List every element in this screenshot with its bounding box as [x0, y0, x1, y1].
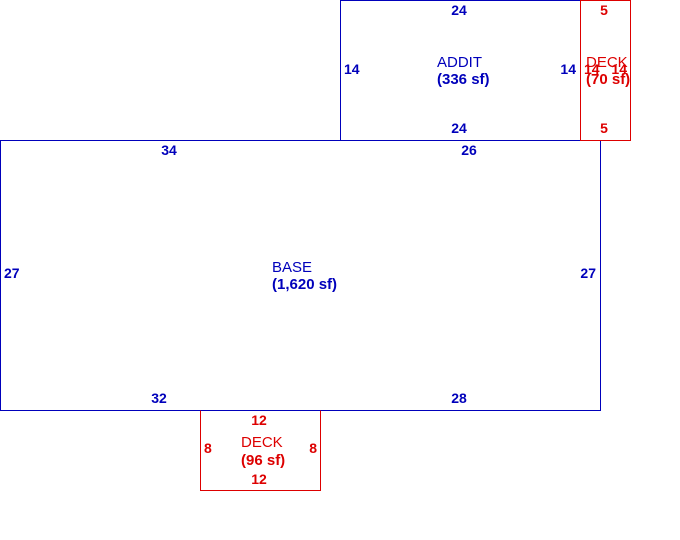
- addit-area: ADDIT (336 sf) 24 24 14 14: [340, 0, 581, 141]
- deck-front-dim-top: 12: [251, 412, 267, 428]
- base-dim-right: 27: [580, 265, 596, 281]
- base-area-size: (1,620 sf): [272, 276, 337, 293]
- base-dim-top-right: 26: [461, 142, 477, 158]
- deck-side-outline: [580, 0, 631, 141]
- deck-side-dim-top: 5: [600, 2, 608, 18]
- deck-front-dim-bottom: 12: [251, 471, 267, 487]
- base-dim-bottom-left: 32: [151, 390, 167, 406]
- base-area: BASE (1,620 sf) 34 26 32 28 27 27: [0, 140, 601, 411]
- base-name: BASE: [272, 259, 312, 276]
- addit-dim-right: 14: [560, 61, 576, 77]
- addit-dim-left: 14: [344, 61, 360, 77]
- deck-side-name: DECK: [586, 54, 628, 71]
- deck-side-dim-right: 14: [611, 61, 627, 77]
- addit-area-size: (336 sf): [437, 71, 490, 88]
- base-dim-left: 27: [4, 265, 20, 281]
- addit-dim-top: 24: [451, 2, 467, 18]
- deck-front-dim-right: 8: [309, 440, 317, 456]
- base-dim-top-left: 34: [161, 142, 177, 158]
- deck-front-dim-left: 8: [204, 440, 212, 456]
- deck-front-area: DECK (96 sf) 12 12 8 8: [200, 410, 321, 491]
- base-dim-bottom-right: 28: [451, 390, 467, 406]
- deck-front-name: DECK: [241, 434, 283, 451]
- deck-side-dim-left: 14: [584, 61, 600, 77]
- deck-side-dim-bottom: 5: [600, 120, 608, 136]
- deck-side-area-size: (70 sf): [586, 71, 630, 88]
- deck-front-outline: [200, 410, 321, 491]
- deck-front-area-size: (96 sf): [241, 452, 285, 469]
- addit-name: ADDIT: [437, 54, 482, 71]
- addit-dim-bottom: 24: [451, 120, 467, 136]
- deck-side-area: 5 5 14 14 DECK (70 sf): [580, 0, 631, 141]
